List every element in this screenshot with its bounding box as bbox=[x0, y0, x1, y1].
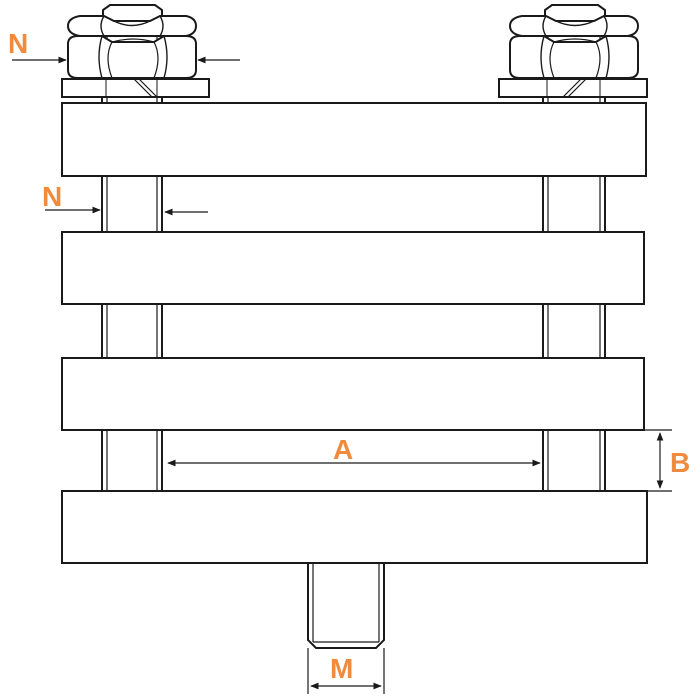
label-rod-diameter: N bbox=[42, 181, 62, 212]
left-washer bbox=[61, 78, 210, 98]
plate-2 bbox=[61, 231, 645, 305]
label-m: M bbox=[330, 653, 353, 684]
label-a: A bbox=[333, 434, 353, 465]
right-washer bbox=[498, 78, 648, 98]
label-b: B bbox=[670, 447, 690, 478]
label-nut-width: N bbox=[8, 28, 28, 59]
plate-4 bbox=[61, 490, 648, 564]
plate-3 bbox=[61, 357, 645, 431]
dimension-m-line bbox=[307, 648, 385, 694]
right-hex-nut bbox=[508, 4, 640, 79]
rod-diameter-dimension bbox=[45, 206, 208, 216]
plate-1 bbox=[61, 102, 647, 177]
bottom-threaded-stud bbox=[307, 563, 385, 649]
dimension-b-line bbox=[612, 429, 672, 492]
left-hex-nut bbox=[66, 4, 198, 79]
